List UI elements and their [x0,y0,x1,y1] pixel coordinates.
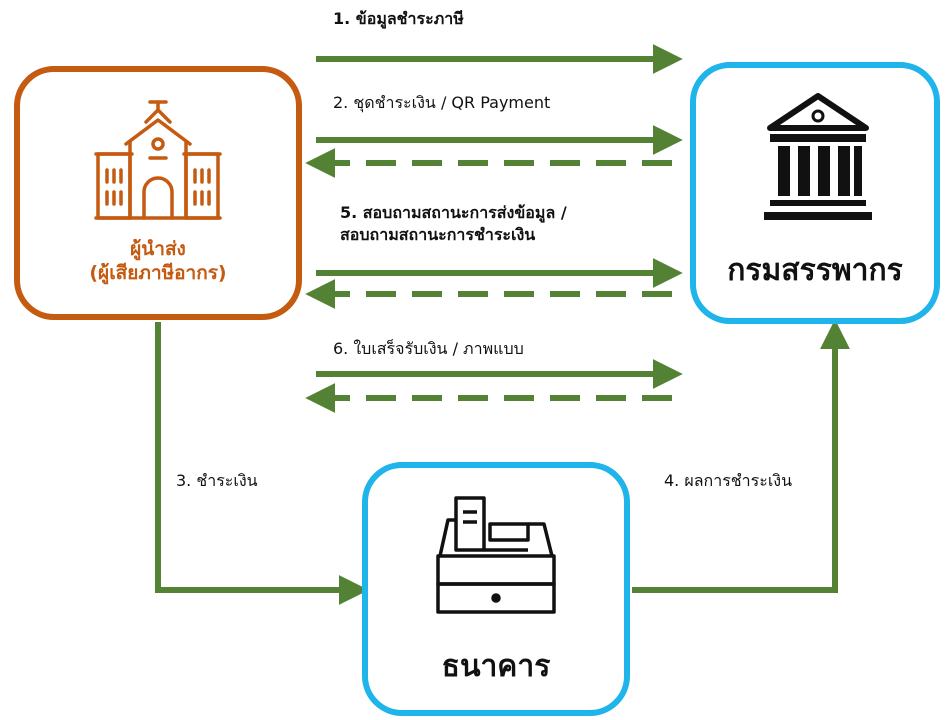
sender-label-line1: ผู้นำส่ง [130,238,186,260]
arrow-step-3 [155,322,369,605]
step-6-label: 6. ใบเสร็จรับเงิน / ภาพแบบ [333,339,524,358]
bank-label: ธนาคาร [441,649,551,684]
step-2-label: 2. ชุดชำระเงิน / QR Payment [333,93,551,112]
sender-label: ผู้นำส่ง (ผู้เสียภาษีอากร) [14,238,302,286]
revenue-department-label: กรมสรรพากร [727,253,903,288]
step-1-label: 1. ข้อมูลชำระภาษี [333,9,464,28]
step-4-label: 4. ผลการชำระเงิน [664,471,793,490]
revenue-department-node [690,62,940,324]
sender-label-line2: (ผู้เสียภาษีอากร) [89,261,227,284]
step-5-label-line2: สอบถามสถานะการชำระเงิน [340,224,536,244]
arrow-step-4 [632,319,850,593]
step-5-label: 5. สอบถามสถานะการส่งข้อมูล / สอบถามสถานะ… [340,202,567,245]
step-5-label-line1: 5. สอบถามสถานะการส่งข้อมูล / [340,203,567,222]
government-building-icon [764,93,872,220]
school-building-icon [94,100,222,220]
cash-register-icon [436,496,556,614]
bank-node [362,462,630,716]
step-3-label: 3. ชำระเงิน [176,471,258,490]
